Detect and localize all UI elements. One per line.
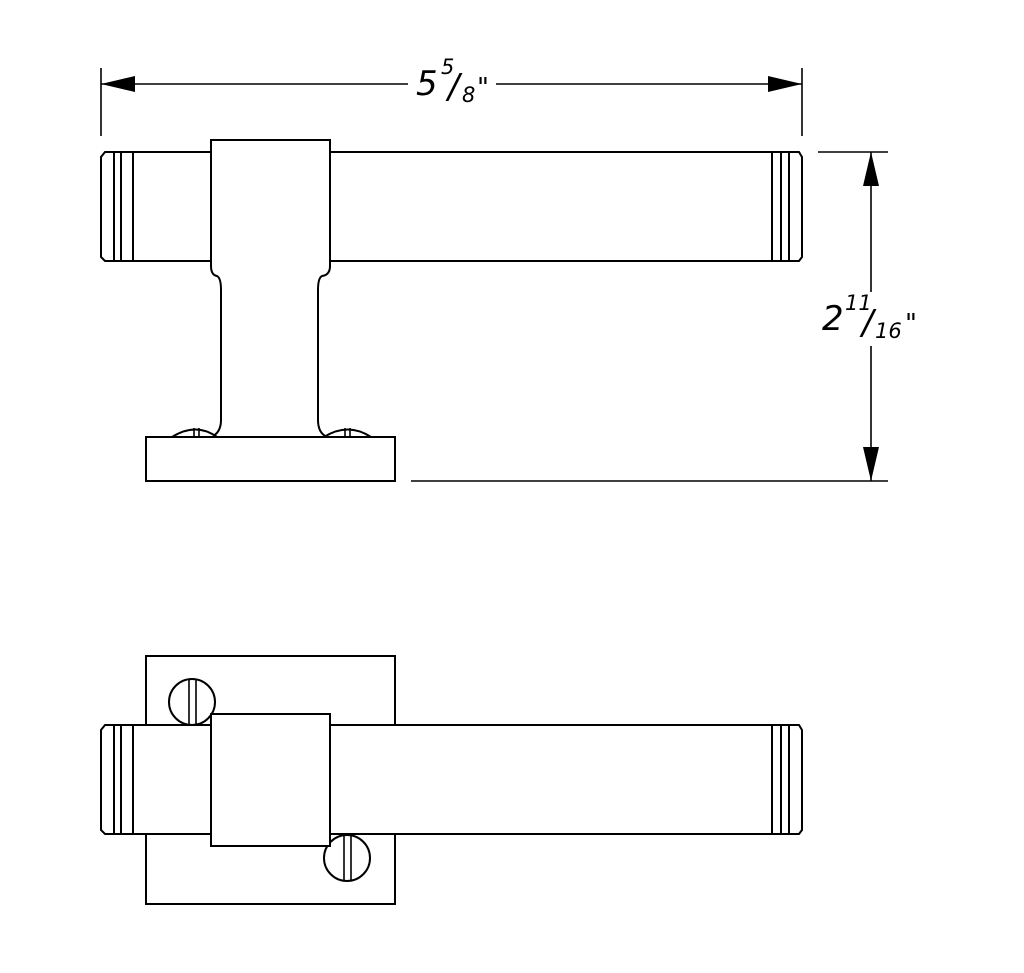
dimension-height: 2 11 / 16 " <box>411 151 917 482</box>
side-hub-and-neck <box>210 139 331 438</box>
height-whole: 2 <box>822 299 844 339</box>
height-inch-mark: " <box>905 309 917 339</box>
side-right-end-cap <box>771 151 803 262</box>
top-hub <box>210 713 331 847</box>
top-left-end-cap <box>100 724 134 835</box>
width-whole: 5 <box>416 64 438 104</box>
arrowhead-icon <box>768 76 802 92</box>
height-numerator: 11 <box>845 291 872 315</box>
arrowhead-icon <box>101 76 135 92</box>
side-view <box>100 139 803 482</box>
side-lever-bar <box>132 151 773 262</box>
side-screw-head-right <box>320 428 375 438</box>
height-slash: / <box>859 303 877 343</box>
side-rose-plate <box>145 436 396 482</box>
top-view <box>100 655 803 905</box>
width-denominator: 8 <box>462 83 475 107</box>
arrowhead-icon <box>863 447 879 481</box>
top-right-end-cap <box>771 724 803 835</box>
side-left-end-cap <box>100 151 134 262</box>
arrowhead-icon <box>863 152 879 186</box>
height-denominator: 16 <box>875 319 902 343</box>
top-screw-lower-right <box>323 834 371 882</box>
width-inch-mark: " <box>477 73 489 103</box>
width-numerator: 5 <box>441 55 454 79</box>
top-screw-upper-left <box>168 678 216 726</box>
dimension-width: 5 5 / 8 " <box>100 55 803 136</box>
side-screw-head-left <box>168 428 221 438</box>
width-slash: / <box>445 67 463 107</box>
